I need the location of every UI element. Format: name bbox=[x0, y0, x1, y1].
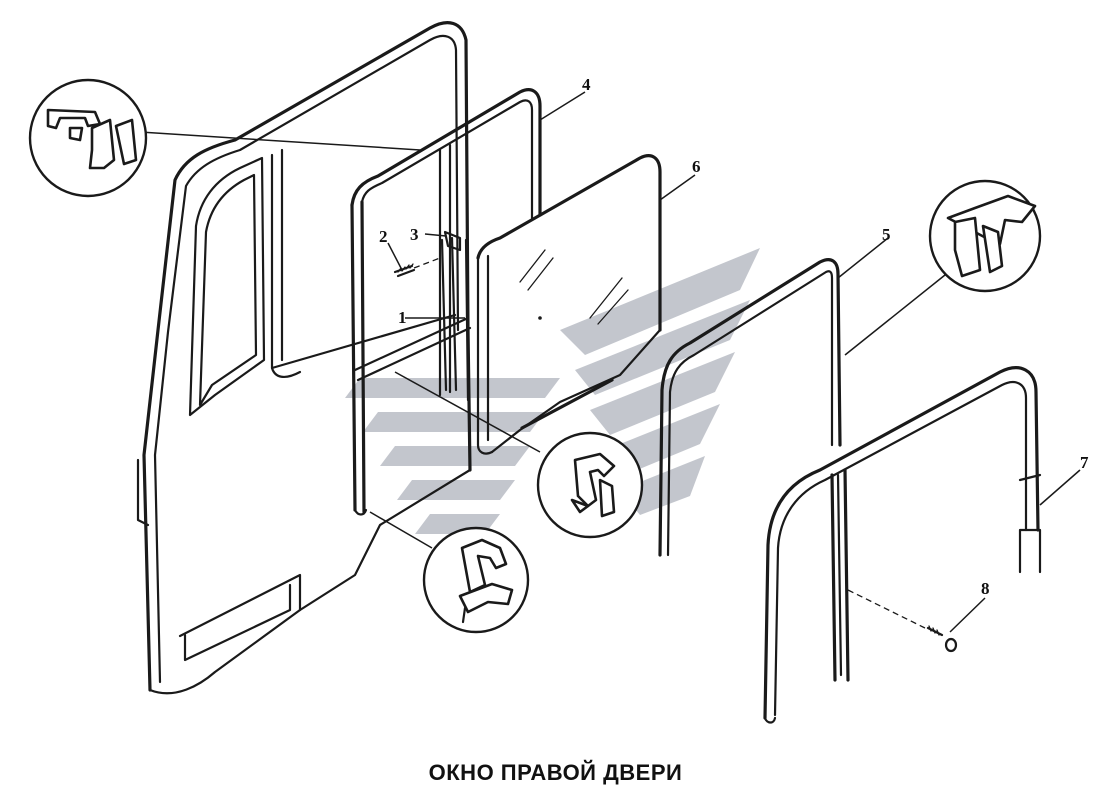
glass-center-mark bbox=[538, 316, 542, 320]
part-4-window-frame-seal bbox=[350, 88, 542, 516]
callout-1: 1 bbox=[398, 308, 407, 327]
part-7-outer-trim bbox=[763, 366, 1042, 724]
detail-circle-bottom bbox=[422, 526, 530, 634]
detail-circle-center bbox=[536, 431, 644, 539]
part-1-run-channel bbox=[440, 236, 458, 392]
callout-4: 4 bbox=[582, 75, 591, 94]
leader-2 bbox=[387, 242, 403, 271]
leader-4 bbox=[539, 91, 586, 121]
door-panel bbox=[136, 21, 472, 695]
callout-7: 7 bbox=[1080, 453, 1089, 472]
callout-leaders bbox=[387, 91, 1081, 633]
callout-5: 5 bbox=[882, 225, 891, 244]
part-5-window-seal bbox=[658, 258, 842, 557]
callout-labels: 1 2 3 4 5 6 7 8 bbox=[379, 75, 1089, 598]
leader-7 bbox=[1039, 469, 1081, 506]
callout-6: 6 bbox=[692, 157, 701, 176]
part-2-screw bbox=[393, 257, 441, 278]
diagram-caption: ОКНО ПРАВОЙ ДВЕРИ bbox=[428, 760, 683, 785]
leader-5 bbox=[837, 237, 889, 279]
callout-8: 8 bbox=[981, 579, 990, 598]
leader-3 bbox=[424, 233, 447, 237]
detail-circle-right bbox=[928, 179, 1042, 293]
leader-8 bbox=[949, 597, 986, 633]
callout-3: 3 bbox=[410, 225, 419, 244]
leader-6 bbox=[659, 174, 696, 201]
detail-circle-top-left bbox=[28, 78, 148, 198]
part-6-glass bbox=[476, 154, 662, 455]
part-8-screw bbox=[847, 589, 958, 653]
detail-leaders bbox=[139, 131, 946, 549]
callout-2: 2 bbox=[379, 227, 388, 246]
part-3-clip bbox=[443, 230, 462, 252]
